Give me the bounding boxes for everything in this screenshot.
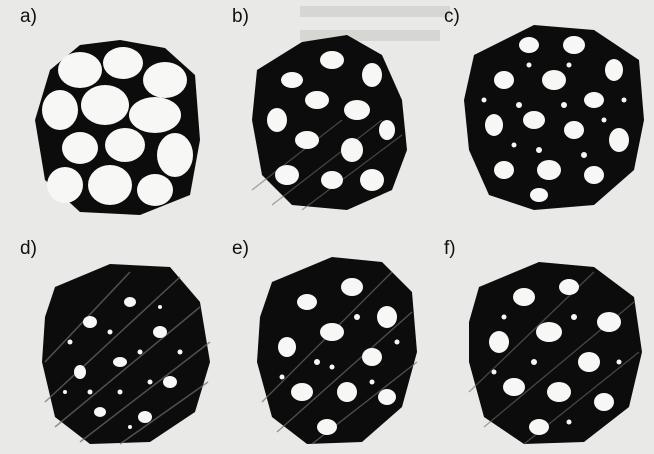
panel-f-matrix [469,262,642,444]
panel-e: e) [232,232,442,452]
panel-b: b) [232,0,442,220]
panel-d: d) [20,232,230,452]
panel-a: a) [20,0,230,220]
panel-a-illustration [20,0,230,220]
panel-b-illustration [232,0,442,220]
panel-e-illustration [232,232,442,452]
panel-c: c) [444,0,654,220]
panel-f: f) [444,232,654,452]
panel-c-illustration [444,0,654,220]
panel-f-illustration [444,232,654,452]
panel-d-illustration [20,232,230,452]
